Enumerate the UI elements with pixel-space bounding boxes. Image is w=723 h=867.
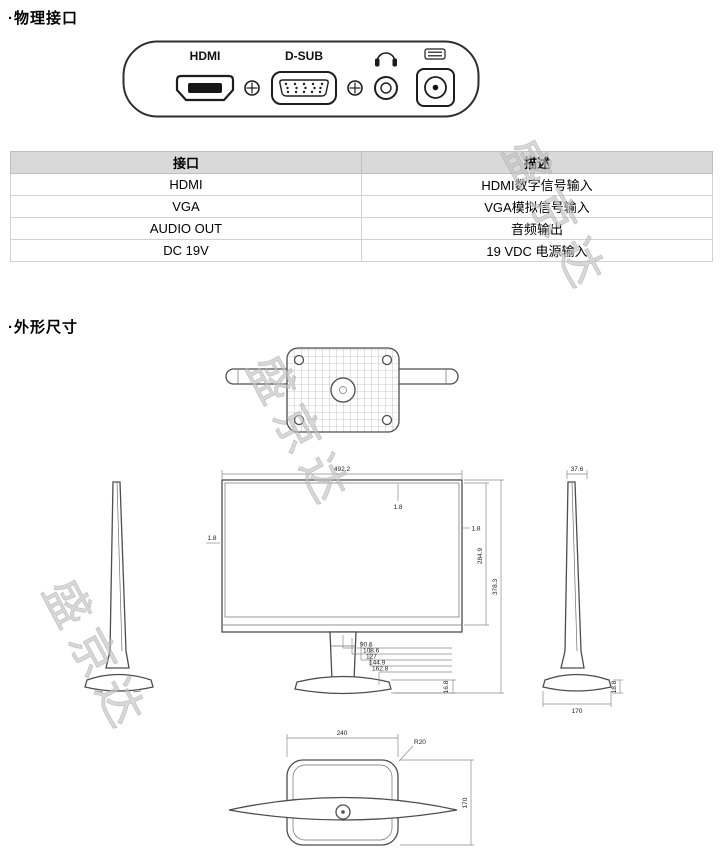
port-panel-diagram: HDMI D-SUB xyxy=(122,40,480,118)
dim-base-depth: 170 xyxy=(462,797,469,808)
dim-bezel-top: 1.8 xyxy=(393,504,402,511)
dc-plug-icon xyxy=(424,48,446,60)
table-row: DC 19V 19 VDC 电源输入 xyxy=(10,239,713,262)
screw-icon xyxy=(347,80,363,96)
col-header-port: 接口 xyxy=(10,151,362,174)
base-bottom-view-drawing: 240 R20 170 xyxy=(228,730,474,846)
dim-stand-w4: 144.9 xyxy=(369,660,386,667)
dim-front-width: 492.2 xyxy=(334,466,351,473)
dim-side-base-height: 18.8 xyxy=(611,680,618,693)
screw-hole-icon xyxy=(293,354,305,366)
front-view-drawing: 492.2 1.8 1.8 1.8 284.9 378.3 90.6 108.6… xyxy=(206,466,504,695)
screw-hole-icon xyxy=(381,354,393,366)
table-row: HDMI HDMI数字信号输入 xyxy=(10,173,713,196)
dsub-port-label: D-SUB xyxy=(285,49,323,63)
dim-bezel-left: 1.8 xyxy=(207,535,216,542)
dim-side-depth: 37.6 xyxy=(571,466,584,473)
screw-hole-icon xyxy=(381,414,393,426)
headphone-icon xyxy=(375,52,397,67)
vga-connector-icon xyxy=(271,71,337,105)
cell-desc: 音频输出 xyxy=(361,217,713,240)
dim-bezel-right: 1.8 xyxy=(471,526,480,533)
section-title-dimensions: ·外形尺寸 xyxy=(8,319,78,336)
ports-table: 接口 描述 HDMI HDMI数字信号输入 VGA VGA模拟信号输入 AUDI… xyxy=(10,151,713,262)
hdmi-connector-icon xyxy=(175,74,235,102)
dimension-drawings: 492.2 1.8 1.8 1.8 284.9 378.3 90.6 108.6… xyxy=(84,347,623,846)
cell-port: DC 19V xyxy=(10,239,362,262)
cell-port: HDMI xyxy=(10,173,362,196)
side-view-left-drawing xyxy=(84,481,154,693)
dim-base-height-front: 16.8 xyxy=(443,680,450,693)
dim-total-height: 378.3 xyxy=(492,578,499,595)
dim-stand-w1: 90.6 xyxy=(360,642,373,649)
audio-jack-icon xyxy=(374,76,398,100)
cell-port: AUDIO OUT xyxy=(10,217,362,240)
cell-desc: VGA模拟信号输入 xyxy=(361,195,713,218)
dim-base-radius: R20 xyxy=(414,739,426,746)
top-view-drawing xyxy=(225,347,459,433)
screw-hole-icon xyxy=(293,414,305,426)
hdmi-port-label: HDMI xyxy=(190,49,221,63)
cell-desc: 19 VDC 电源输入 xyxy=(361,239,713,262)
col-header-desc: 描述 xyxy=(361,151,713,174)
dim-stand-w3: 127 xyxy=(366,654,377,661)
side-view-right-drawing: 37.6 170 18.8 xyxy=(542,466,623,715)
dim-base-width: 240 xyxy=(337,730,348,737)
dim-stand-w5: 162.8 xyxy=(372,666,389,673)
dc-jack-icon xyxy=(416,68,455,107)
table-row: VGA VGA模拟信号输入 xyxy=(10,195,713,218)
cell-desc: HDMI数字信号输入 xyxy=(361,173,713,196)
dim-screen-height: 284.9 xyxy=(477,547,484,564)
cell-port: VGA xyxy=(10,195,362,218)
table-row: AUDIO OUT 音频输出 xyxy=(10,217,713,240)
section-title-physical-ports: ·物理接口 xyxy=(8,10,78,27)
dim-side-base-depth: 170 xyxy=(572,708,583,715)
dim-stand-w2: 108.6 xyxy=(363,648,380,655)
screw-icon xyxy=(244,80,260,96)
table-header-row: 接口 描述 xyxy=(10,151,713,174)
